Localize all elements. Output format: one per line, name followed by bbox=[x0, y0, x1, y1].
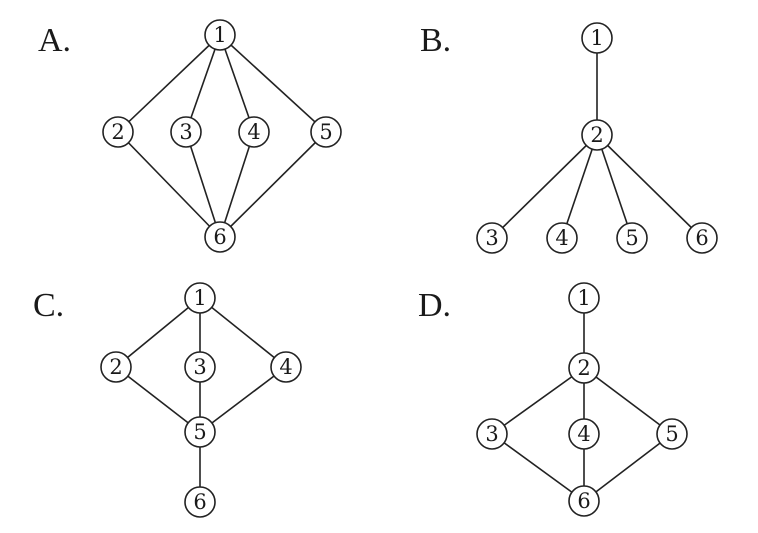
option-c-edge-2-5 bbox=[115, 366, 201, 433]
option-d-edge-2-3 bbox=[491, 367, 585, 435]
option-c-edge-1-2 bbox=[115, 297, 201, 368]
option-a-edge-1-3 bbox=[185, 34, 221, 133]
option-c-label: C. bbox=[33, 287, 64, 324]
option-d-node-5: 5 bbox=[656, 418, 688, 450]
option-b-edge-2-3 bbox=[491, 134, 598, 239]
option-c-node-5: 5 bbox=[184, 416, 216, 448]
option-d-node-6-label: 6 bbox=[577, 489, 590, 513]
option-b-node-2: 2 bbox=[581, 119, 613, 151]
option-a-node-3: 3 bbox=[170, 116, 202, 148]
option-a-edges bbox=[117, 34, 327, 238]
option-a: A. 1 2 3 4 5 bbox=[38, 19, 342, 253]
option-b-node-3: 3 bbox=[476, 222, 508, 254]
option-d-node-1-label: 1 bbox=[577, 286, 590, 310]
option-a-edge-1-5 bbox=[219, 34, 327, 133]
option-d-label: D. bbox=[418, 287, 451, 324]
option-b-edge-2-5 bbox=[596, 134, 633, 239]
option-a-node-5-label: 5 bbox=[319, 120, 332, 144]
option-b-node-6-label: 6 bbox=[695, 226, 708, 250]
option-c-node-1: 1 bbox=[184, 282, 216, 314]
option-a-edge-3-6 bbox=[185, 131, 221, 238]
option-d-node-2-label: 2 bbox=[577, 356, 590, 380]
option-b-node-5-label: 5 bbox=[625, 226, 638, 250]
option-b-node-5: 5 bbox=[616, 222, 648, 254]
option-b-edges bbox=[491, 38, 703, 239]
option-b-label: B. bbox=[420, 22, 451, 59]
option-a-edge-1-4 bbox=[219, 34, 255, 133]
option-d-edges bbox=[491, 298, 673, 502]
option-c: C. 1 2 3 4 5 bbox=[33, 282, 302, 518]
option-b-node-6: 6 bbox=[686, 222, 718, 254]
option-c-node-2-label: 2 bbox=[109, 355, 122, 379]
option-a-node-1-label: 1 bbox=[213, 23, 226, 47]
option-c-node-1-label: 1 bbox=[193, 286, 206, 310]
option-b-node-4: 4 bbox=[546, 222, 578, 254]
option-a-node-4-label: 4 bbox=[247, 120, 260, 144]
option-c-node-4-label: 4 bbox=[279, 355, 292, 379]
option-b-node-4-label: 4 bbox=[555, 226, 568, 250]
option-a-node-6-label: 6 bbox=[213, 225, 226, 249]
option-d-node-5-label: 5 bbox=[665, 422, 678, 446]
option-d-edge-2-5 bbox=[583, 367, 673, 435]
option-a-edge-1-2 bbox=[117, 34, 221, 133]
option-d: D. 1 2 3 4 5 bbox=[418, 282, 688, 517]
option-b-node-3-label: 3 bbox=[485, 226, 498, 250]
option-d-edge-3-6 bbox=[491, 433, 585, 502]
option-a-node-3-label: 3 bbox=[179, 120, 192, 144]
option-d-node-4-label: 4 bbox=[577, 422, 590, 446]
option-c-edge-1-4 bbox=[199, 297, 287, 368]
option-c-node-4: 4 bbox=[270, 351, 302, 383]
option-b-edge-2-6 bbox=[596, 134, 703, 239]
option-d-node-2: 2 bbox=[568, 352, 600, 384]
option-c-node-5-label: 5 bbox=[193, 420, 206, 444]
option-a-node-6: 6 bbox=[204, 221, 236, 253]
option-a-node-1: 1 bbox=[204, 19, 236, 51]
option-c-node-2: 2 bbox=[100, 351, 132, 383]
option-a-edge-5-6 bbox=[219, 131, 327, 238]
option-d-node-3: 3 bbox=[476, 418, 508, 450]
option-b-node-1-label: 1 bbox=[590, 26, 603, 50]
option-b-node-2-label: 2 bbox=[590, 123, 603, 147]
option-d-node-1: 1 bbox=[568, 282, 600, 314]
option-c-node-3: 3 bbox=[184, 351, 216, 383]
option-c-node-6: 6 bbox=[184, 486, 216, 518]
option-a-edge-4-6 bbox=[219, 131, 255, 238]
option-d-node-4: 4 bbox=[568, 418, 600, 450]
option-c-edge-4-5 bbox=[199, 366, 287, 433]
option-d-node-6: 6 bbox=[568, 485, 600, 517]
option-c-node-3-label: 3 bbox=[193, 355, 206, 379]
option-a-node-2-label: 2 bbox=[111, 120, 124, 144]
option-a-node-2: 2 bbox=[102, 116, 134, 148]
option-d-node-3-label: 3 bbox=[485, 422, 498, 446]
option-b-node-1: 1 bbox=[581, 22, 613, 54]
option-a-label: A. bbox=[38, 22, 71, 59]
option-a-edge-2-6 bbox=[117, 131, 221, 238]
option-c-edges bbox=[115, 297, 287, 502]
option-b: B. 1 2 3 4 5 6 bbox=[420, 22, 718, 254]
option-c-node-6-label: 6 bbox=[193, 490, 206, 514]
option-b-edge-2-4 bbox=[561, 134, 598, 239]
option-a-node-5: 5 bbox=[310, 116, 342, 148]
option-d-edge-5-6 bbox=[583, 433, 673, 502]
option-a-node-4: 4 bbox=[238, 116, 270, 148]
